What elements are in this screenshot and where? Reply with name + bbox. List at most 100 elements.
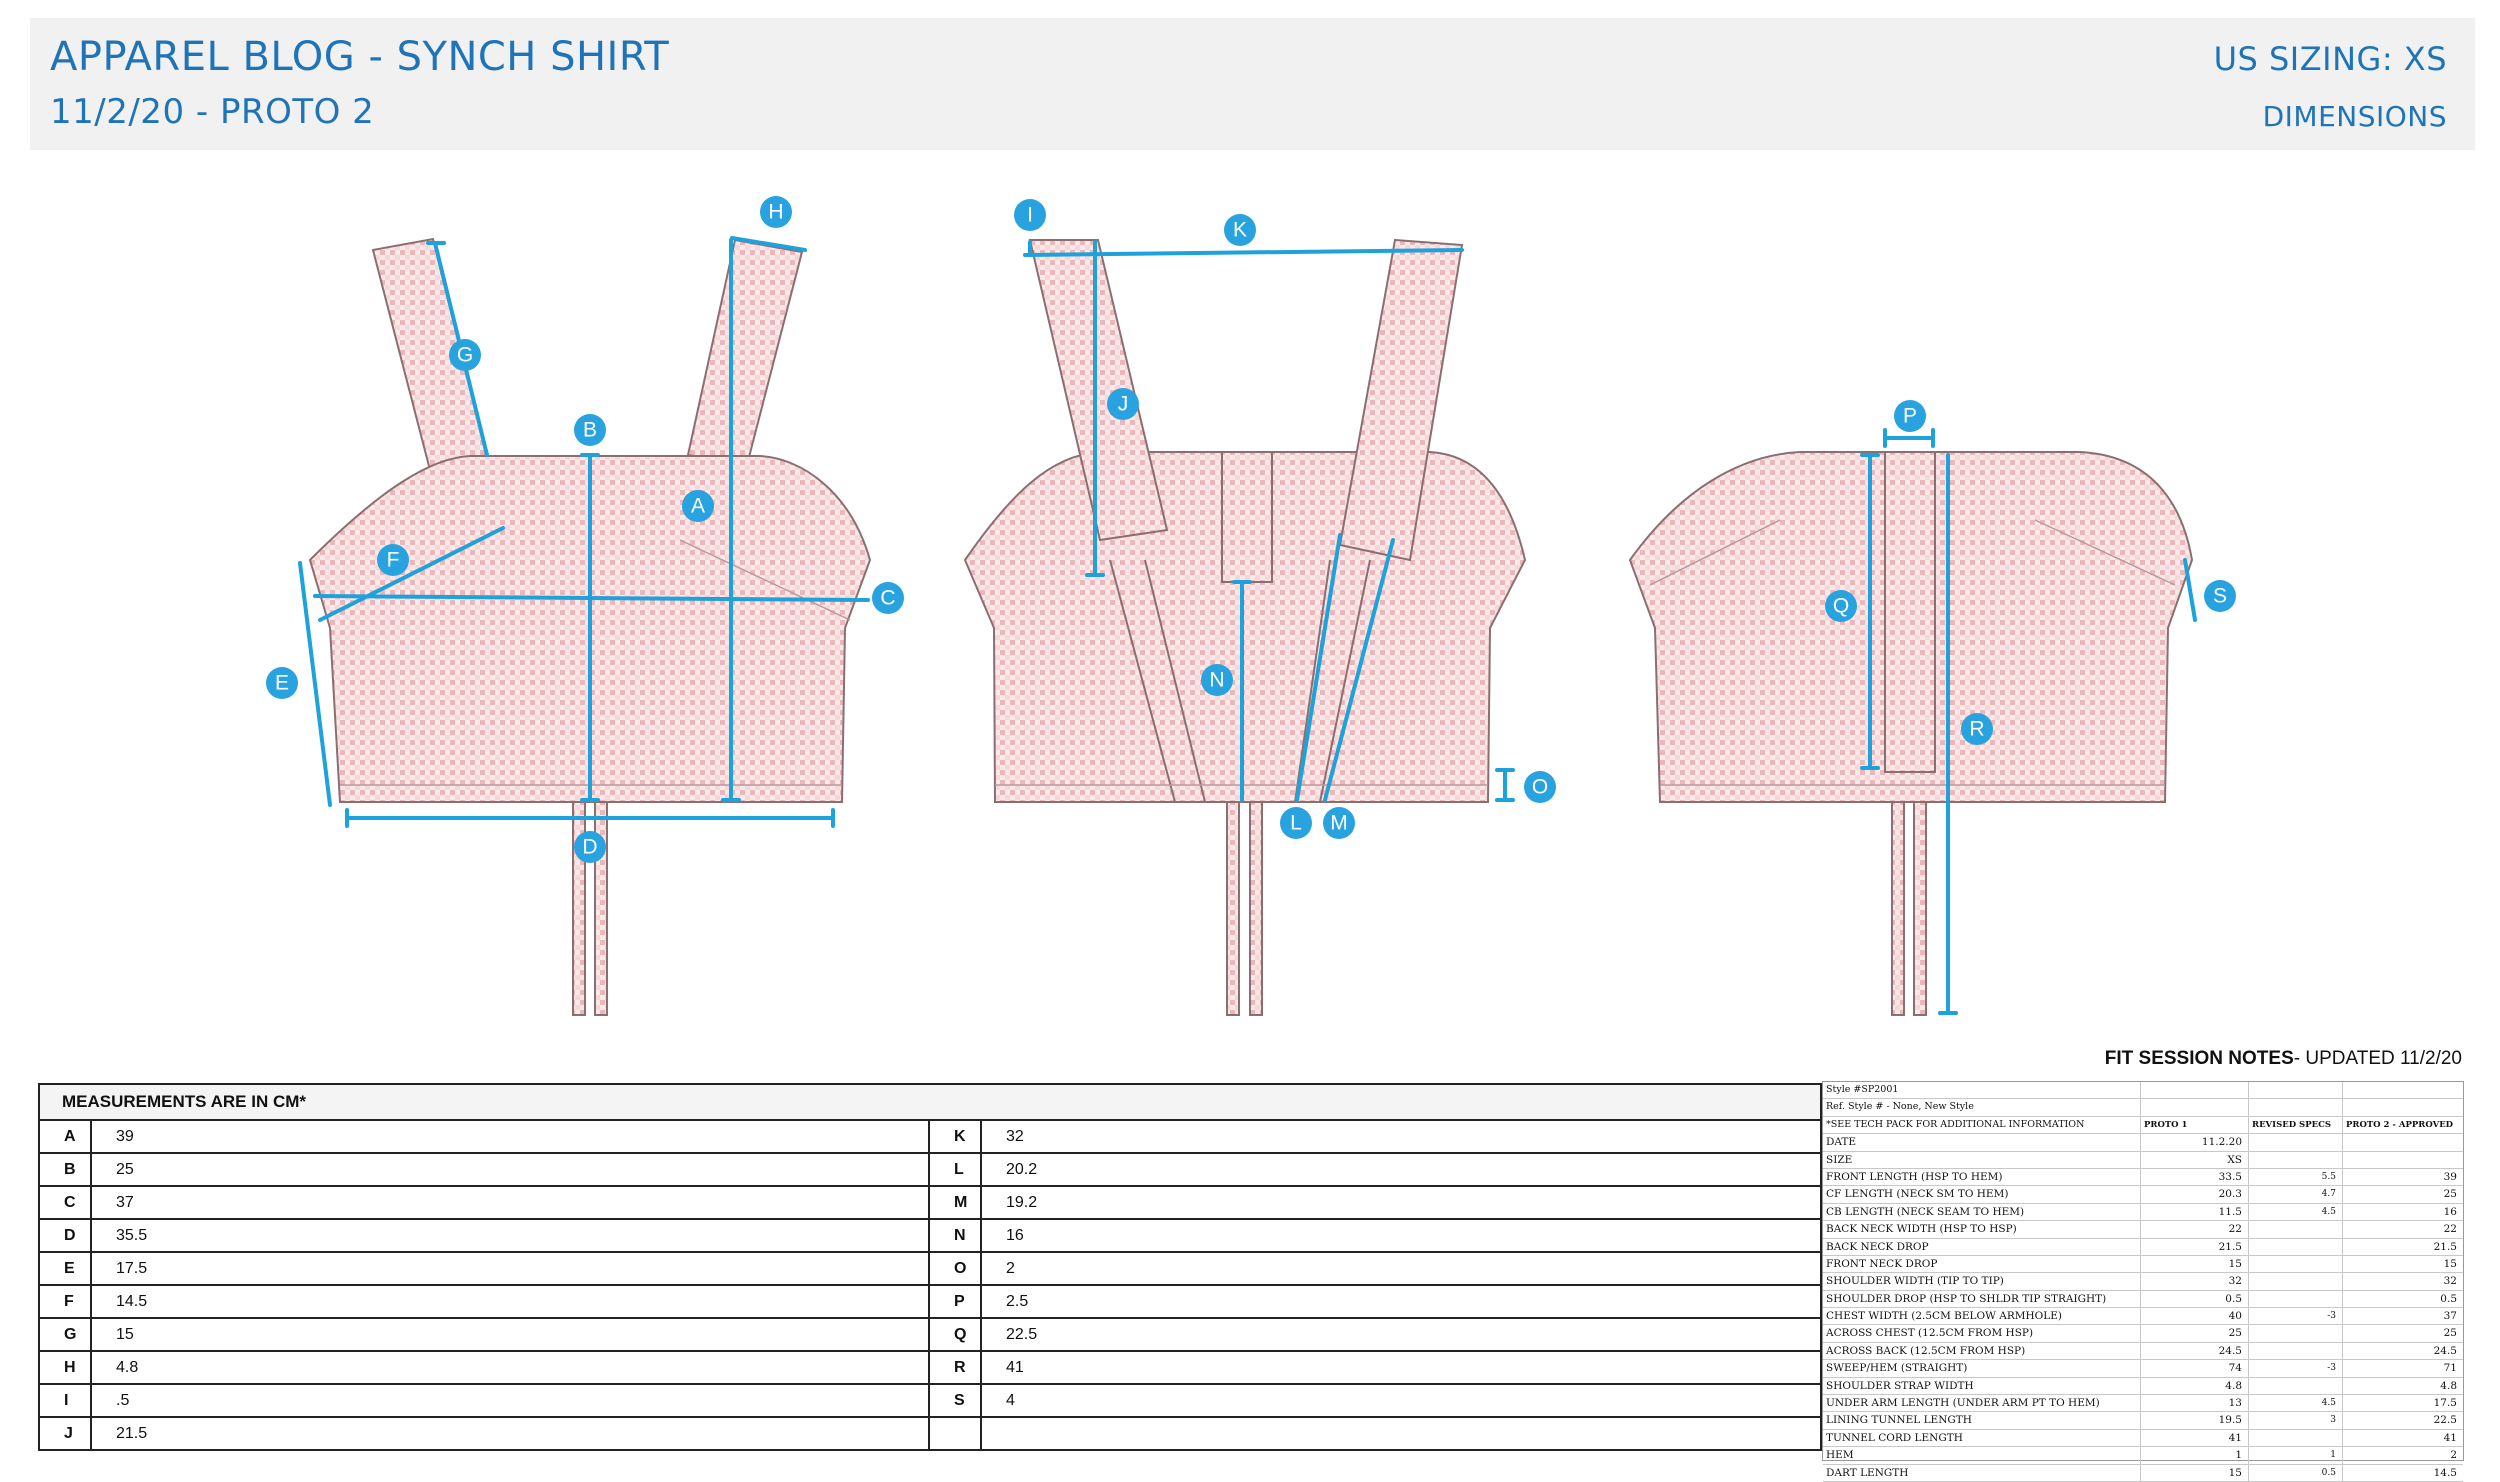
measurement-value: 19.2: [1006, 1194, 1038, 1211]
svg-text:P: P: [1903, 405, 1917, 428]
spec-cell: 41: [2443, 1431, 2457, 1444]
fit-session-notes-heading: FIT SESSION NOTES- UPDATED 11/2/20: [2104, 1048, 2462, 1069]
measurement-letter: J: [40, 1418, 92, 1449]
callout-r: R: [1961, 713, 1993, 745]
spec-cell: [2249, 1290, 2343, 1308]
sizing-label: US SIZING: XS: [2213, 40, 2447, 78]
spec-cell: 21.5: [2141, 1238, 2249, 1255]
svg-text:C: C: [880, 587, 895, 610]
spec-cell: 15: [2443, 1257, 2457, 1270]
document-title: APPAREL BLOG - SYNCH SHIRT: [50, 34, 670, 80]
callout-i: I: [1014, 199, 1046, 231]
spec-cell: SHOULDER STRAP WIDTH: [1823, 1377, 2141, 1395]
measurement-letter: O: [930, 1253, 982, 1284]
svg-text:L: L: [1290, 812, 1302, 835]
callout-f: F: [377, 544, 409, 576]
table-row: *SEE TECH PACK FOR ADDITIONAL INFORMATIO…: [1823, 1116, 2463, 1135]
svg-text:K: K: [1233, 219, 1247, 242]
svg-text:S: S: [2213, 585, 2227, 608]
svg-text:I: I: [1027, 204, 1033, 227]
measurements-table-header: MEASUREMENTS ARE IN CM*: [40, 1085, 1820, 1121]
callout-h: H: [760, 196, 792, 228]
spec-cell: 20.3: [2141, 1186, 2249, 1203]
spec-cell: [2249, 1082, 2343, 1099]
spec-cell: [2141, 1082, 2249, 1099]
spec-cell: 15: [2141, 1464, 2249, 1481]
spec-cell: SHOULDER WIDTH (TIP TO TIP): [1823, 1273, 2141, 1290]
spec-cell: [2249, 1238, 2343, 1255]
spec-cell: 37: [2443, 1310, 2457, 1323]
spec-cell: 4.7: [2249, 1186, 2343, 1203]
spec-cell: [2343, 1099, 2463, 1115]
spec-cell: PROTO 2 - APPROVED: [2346, 1119, 2454, 1130]
spec-cell: [2249, 1325, 2343, 1342]
spec-cell: ACROSS BACK (12.5CM FROM HSP): [1823, 1342, 2141, 1360]
spec-cell: 25: [2141, 1325, 2249, 1342]
callout-l: L: [1280, 807, 1312, 839]
measurement-letter: D: [40, 1220, 92, 1251]
spec-cell: 5.5: [2249, 1168, 2343, 1186]
measurement-letter: N: [930, 1220, 982, 1251]
callout-d: D: [574, 831, 606, 863]
callout-m: M: [1323, 807, 1355, 839]
callout-g: G: [449, 339, 481, 371]
svg-text:H: H: [768, 201, 783, 224]
measurement-value: 21.5: [92, 1418, 930, 1449]
header-bar: APPAREL BLOG - SYNCH SHIRT 11/2/20 - PRO…: [30, 18, 2475, 150]
spec-cell: [2249, 1134, 2343, 1151]
spec-cell: 3: [2249, 1412, 2343, 1429]
measurement-value: .5: [92, 1385, 930, 1416]
spec-cell: 39: [2443, 1170, 2457, 1183]
spec-cell: HEM: [1823, 1447, 2141, 1464]
measurement-letter: S: [930, 1385, 982, 1416]
spec-cell: [2249, 1342, 2343, 1360]
spec-cell: 11.5: [2141, 1203, 2249, 1221]
spec-cell: CF LENGTH (NECK SM TO HEM): [1823, 1186, 2141, 1203]
measurement-value: 14.5: [92, 1286, 930, 1317]
spec-cell: 14.5: [2433, 1466, 2457, 1479]
spec-cell: 13: [2141, 1395, 2249, 1412]
measurement-letter: C: [40, 1187, 92, 1218]
spec-cell: -3: [2249, 1360, 2343, 1377]
callout-q: Q: [1825, 590, 1857, 622]
callout-j: J: [1107, 388, 1139, 420]
spec-cell: ACROSS CHEST (12.5CM FROM HSP): [1823, 1325, 2141, 1342]
measurement-value: 15: [92, 1319, 930, 1350]
callout-c: C: [872, 582, 904, 614]
measurement-value: 4.8: [92, 1352, 930, 1383]
measurement-value: 22.5: [1006, 1326, 1038, 1343]
spec-cell: CB LENGTH (NECK SEAM TO HEM): [1823, 1203, 2141, 1221]
spec-cell: 4.5: [2249, 1395, 2343, 1412]
spec-cell: 1: [2249, 1447, 2343, 1464]
spec-cell: *SEE TECH PACK FOR ADDITIONAL INFORMATIO…: [1823, 1116, 2141, 1134]
table-row: UNDER ARM LENGTH (UNDER ARM PT TO HEM)13…: [1823, 1395, 2463, 1413]
spec-cell: 4.8: [2440, 1379, 2457, 1392]
measurement-value: 16: [1006, 1227, 1024, 1244]
spec-cell: DATE: [1823, 1134, 2141, 1151]
spec-cell: [2343, 1152, 2463, 1168]
callout-s: S: [2204, 580, 2236, 612]
spec-cell: 0.5: [2440, 1292, 2457, 1305]
spec-cell: DART LENGTH: [1823, 1464, 2141, 1481]
table-row: Ref. Style # - None, New Style: [1823, 1099, 2463, 1117]
spec-cell: TUNNEL CORD LENGTH: [1823, 1429, 2141, 1447]
spec-cell: [2249, 1429, 2343, 1447]
spec-cell: 16: [2443, 1205, 2457, 1218]
spec-cell: [2343, 1082, 2463, 1098]
